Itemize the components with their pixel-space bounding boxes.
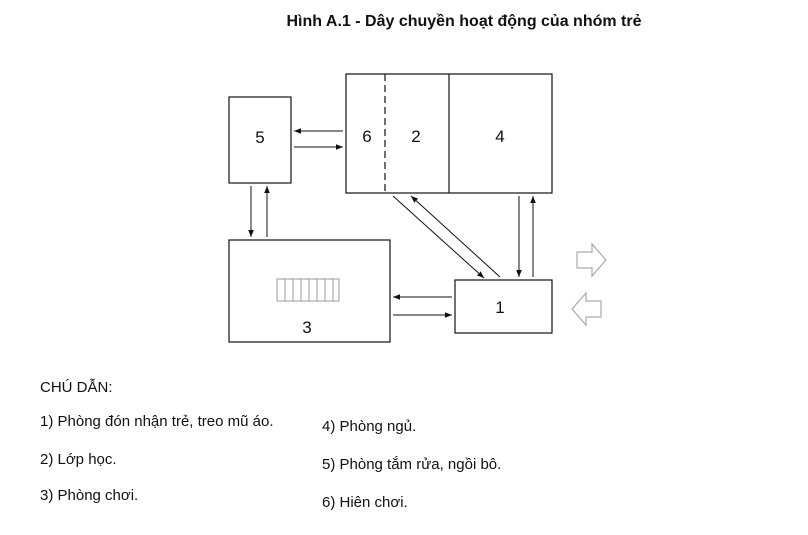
room-3-label: 3 <box>302 318 311 337</box>
legend-item-3: 3) Phòng chơi. <box>40 487 139 504</box>
arrow-2-to-1 <box>392 195 485 279</box>
legend-item-2: 2) Lớp học. <box>40 451 117 468</box>
room-2-label: 2 <box>411 127 420 146</box>
legend-item-6: 6) Hiên chơi. <box>322 494 408 511</box>
room-5-box <box>228 96 292 184</box>
legend-item-5: 5) Phòng tắm rửa, ngồi bô. <box>322 456 502 473</box>
room-4-label: 4 <box>495 127 504 146</box>
entry-hollow-arrow-icon <box>571 291 602 327</box>
room-6-label: 6 <box>362 127 371 146</box>
exit-hollow-arrow-icon <box>576 242 607 278</box>
room-1-label: 1 <box>495 298 504 317</box>
room-5-label: 5 <box>255 128 264 147</box>
arrow-1-to-2 <box>410 195 501 278</box>
room-3-box <box>228 239 391 343</box>
play-equipment-icon <box>276 278 340 302</box>
legend-heading: CHÚ DẪN: <box>40 379 113 396</box>
figure-title: Hình A.1 - Dây chuyền hoạt động của nhóm… <box>286 13 642 30</box>
activity-flow-diagram: 5 6 2 4 3 1 <box>228 73 607 343</box>
legend-item-4: 4) Phòng ngủ. <box>322 418 417 435</box>
room-1-box <box>454 279 553 334</box>
legend-item-1: 1) Phòng đón nhận trẻ, treo mũ áo. <box>40 413 274 430</box>
